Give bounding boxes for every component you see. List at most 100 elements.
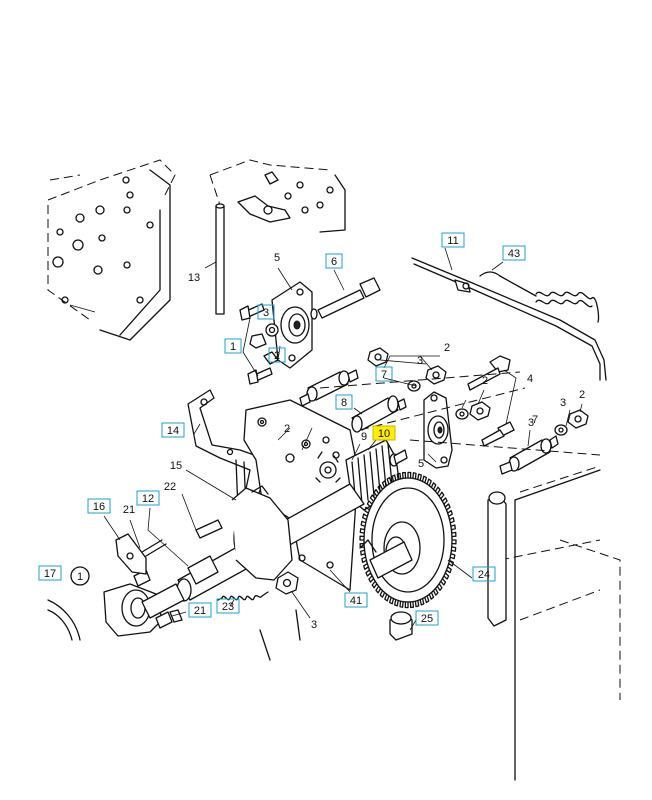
spacer-part-8 [351,395,407,433]
callout-3: 3 [417,355,423,367]
callout-2: 2 [284,423,290,435]
callout-box [224,338,242,354]
callout-5: 5 [418,458,424,470]
mounting-plate-part-41 [243,399,359,591]
callout-text: 43 [508,248,520,260]
callout-box [87,498,111,514]
callout-2: 2 [579,389,585,401]
bolts-part-1 [239,303,279,385]
callout-25: 25 [415,610,439,626]
callout-6: 6 [325,253,343,269]
callout-text: 3 [263,307,269,319]
callout-17: 17 [38,565,62,581]
frame-plate-left [47,159,176,341]
callout-text: 2 [444,342,450,354]
callout-text: 13 [188,272,200,284]
callout-text: 15 [170,460,182,472]
callout-text: 3 [560,397,566,409]
callout-box [441,232,465,248]
callout-box [38,565,62,581]
spacer-part-7-upper [299,369,359,407]
callout-box [502,245,526,261]
callout-text: 9 [361,431,367,443]
callout-text: 24 [478,569,490,581]
callout-11: 11 [441,232,465,248]
callout-text: 21 [194,605,206,617]
callout-box [472,566,496,582]
spacer-part-7-lower [499,435,559,475]
callout-text: 21 [123,504,135,516]
callout-box [415,610,439,626]
callout-text: 1 [230,341,236,353]
callout-text: 2 [579,389,585,401]
callout-text: 22 [164,481,176,493]
callout-text: 25 [421,613,433,625]
callout-text: 16 [93,501,105,513]
pin-part-13 [204,203,225,315]
callout-14: 14 [161,422,185,438]
callout-7: 7 [532,414,538,426]
callout-box [257,304,275,320]
callout-1: 1 [224,338,242,354]
bolts-part-4 [467,355,515,447]
callout-text: 17 [44,568,56,580]
callout-23: 23 [216,598,240,614]
callout-box [188,602,212,618]
callout-15: 15 [170,460,182,472]
control-rod-part-11 [411,257,607,381]
housing-part-17 [47,583,185,641]
callout-1: 1 [70,566,90,586]
callout-text: 7 [381,369,387,381]
callout-box [161,422,185,438]
callout-box [372,425,396,441]
callout-43: 43 [502,245,526,261]
callout-box [375,366,393,382]
callout-text: 5 [274,252,280,264]
callout-text: 2 [284,423,290,435]
bearing-flange-right [423,391,453,469]
callout-text: 11 [447,235,458,247]
callout-41: 41 [344,592,368,608]
callout-10: 10 [372,425,396,441]
callout-3: 3 [528,417,534,429]
callout-box [325,253,343,269]
nut-part-3-lower [259,571,301,661]
callout-16: 16 [87,498,111,514]
callout-text: 3 [528,417,534,429]
callout-8: 8 [335,394,353,410]
callout-2: 2 [444,342,450,354]
callout-text: 6 [331,256,337,268]
callout-21: 21 [123,504,135,516]
leader-lines [103,247,583,631]
callout-text: 3 [311,619,317,631]
callout-box [136,490,160,506]
callout-text: 8 [341,397,347,409]
callout-box [335,394,353,410]
bracket-part-16 [115,533,147,575]
spring-part-43 [479,271,600,323]
callout-circle [70,566,90,586]
callout-box [344,592,368,608]
callout-7: 7 [375,366,393,382]
callout-3: 3 [560,397,566,409]
callout-box [216,598,240,614]
callout-text: 7 [532,414,538,426]
bolt-part-6 [310,277,381,320]
callout-3: 3 [311,619,317,631]
callout-text: 14 [167,425,179,437]
callout-text: 2 [482,375,488,387]
callout-text: 1 [77,571,83,583]
bearing-part-15 [231,485,293,581]
callout-5: 5 [274,252,280,264]
callout-4: 4 [527,373,533,385]
callout-2: 2 [482,375,488,387]
callout-box [268,347,286,363]
frame-plate-center [209,159,346,233]
callout-12: 12 [136,490,160,506]
callout-9: 9 [361,431,367,443]
callout-3: 3 [257,304,275,320]
callout-24: 24 [472,566,496,582]
callout-2: 2 [268,347,286,363]
